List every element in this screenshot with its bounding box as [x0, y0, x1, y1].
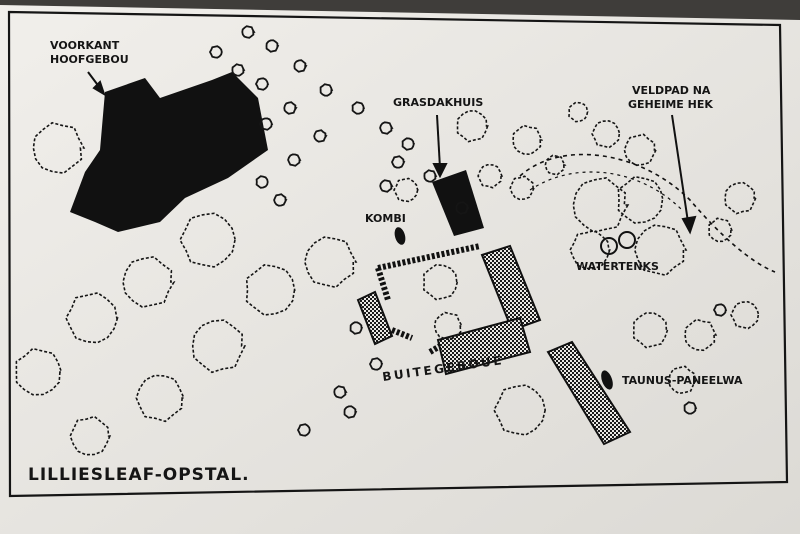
tree — [456, 110, 489, 143]
shrub — [351, 101, 365, 115]
tree — [568, 101, 589, 123]
map-frame — [7, 10, 789, 498]
shrub — [231, 63, 246, 77]
tree — [179, 212, 237, 268]
outbuilding-long — [546, 340, 632, 446]
tree — [422, 263, 459, 301]
shrub — [296, 423, 311, 437]
tree — [623, 133, 658, 167]
tree — [509, 175, 536, 201]
courtyard-hedge — [375, 243, 481, 355]
outbuilding-right-tall — [480, 244, 542, 332]
tree — [245, 264, 296, 316]
shrubs-group — [208, 25, 728, 437]
tree — [572, 177, 630, 233]
field-path-label-line2: GEHEIME HEK — [628, 98, 713, 111]
water-tanks-label: WATERTENKS — [576, 260, 659, 273]
shrub — [712, 303, 728, 317]
tree — [569, 229, 611, 270]
shrub — [319, 83, 334, 97]
shrub — [368, 357, 384, 371]
shrub — [241, 25, 256, 39]
shrub — [258, 117, 274, 131]
shrub — [265, 39, 280, 53]
shrub — [293, 59, 308, 73]
shrub — [423, 169, 438, 183]
kombi-label: KOMBI — [365, 212, 406, 225]
shrub — [255, 175, 269, 189]
field-path-arrow — [671, 114, 697, 235]
tree — [65, 292, 119, 344]
water-tanks — [600, 231, 636, 255]
tree — [135, 374, 186, 423]
water-tank-2 — [618, 231, 636, 249]
tree — [512, 124, 544, 156]
shrub — [333, 385, 348, 399]
tree — [69, 415, 112, 456]
main-house-arrow — [87, 71, 106, 97]
tree — [617, 175, 665, 224]
shrub — [683, 401, 698, 415]
shrub — [313, 129, 328, 143]
tree — [591, 120, 621, 149]
outbuilding-left — [356, 290, 394, 346]
shrub — [401, 137, 415, 151]
shrub — [455, 201, 470, 215]
tree — [633, 312, 669, 349]
main-house-label-line1: VOORKANT — [50, 39, 120, 52]
shrub — [391, 155, 406, 169]
outbuildings — [356, 244, 632, 446]
map-title: LILLIESLEAF-OPSTAL. — [28, 465, 250, 485]
tree — [724, 181, 758, 215]
tree — [667, 365, 698, 395]
tree — [393, 177, 419, 203]
field-path-label-line1: VELDPAD NA — [632, 84, 711, 97]
thatched-house-arrow — [432, 114, 448, 179]
outbuilding-bottom — [436, 316, 532, 376]
taunus-vehicle — [601, 370, 613, 390]
shrub — [283, 101, 298, 115]
tree — [477, 163, 504, 189]
taunus-label: TAUNUS-PANEELWA — [622, 374, 743, 387]
tree — [730, 300, 760, 330]
shrub — [254, 77, 270, 91]
shrub — [343, 405, 358, 419]
tree — [15, 347, 63, 396]
thatched-house-label: GRASDAKHUIS — [393, 96, 483, 109]
tree — [708, 217, 733, 243]
shrub — [349, 321, 364, 335]
water-tank-1 — [600, 237, 618, 255]
shrub — [287, 153, 302, 167]
kombi-vehicle — [394, 227, 406, 245]
trees-group — [15, 101, 760, 456]
tree — [544, 154, 567, 176]
field-path-line — [519, 153, 776, 273]
shrub — [379, 179, 394, 193]
shrub — [273, 193, 288, 207]
tree — [684, 318, 718, 352]
main-house — [70, 72, 268, 232]
tree — [433, 311, 464, 341]
tree — [191, 319, 247, 374]
tree — [493, 384, 547, 436]
shrub — [208, 45, 223, 59]
shrub — [379, 121, 394, 135]
main-house-label-line2: HOOFGEBOU — [50, 53, 129, 66]
